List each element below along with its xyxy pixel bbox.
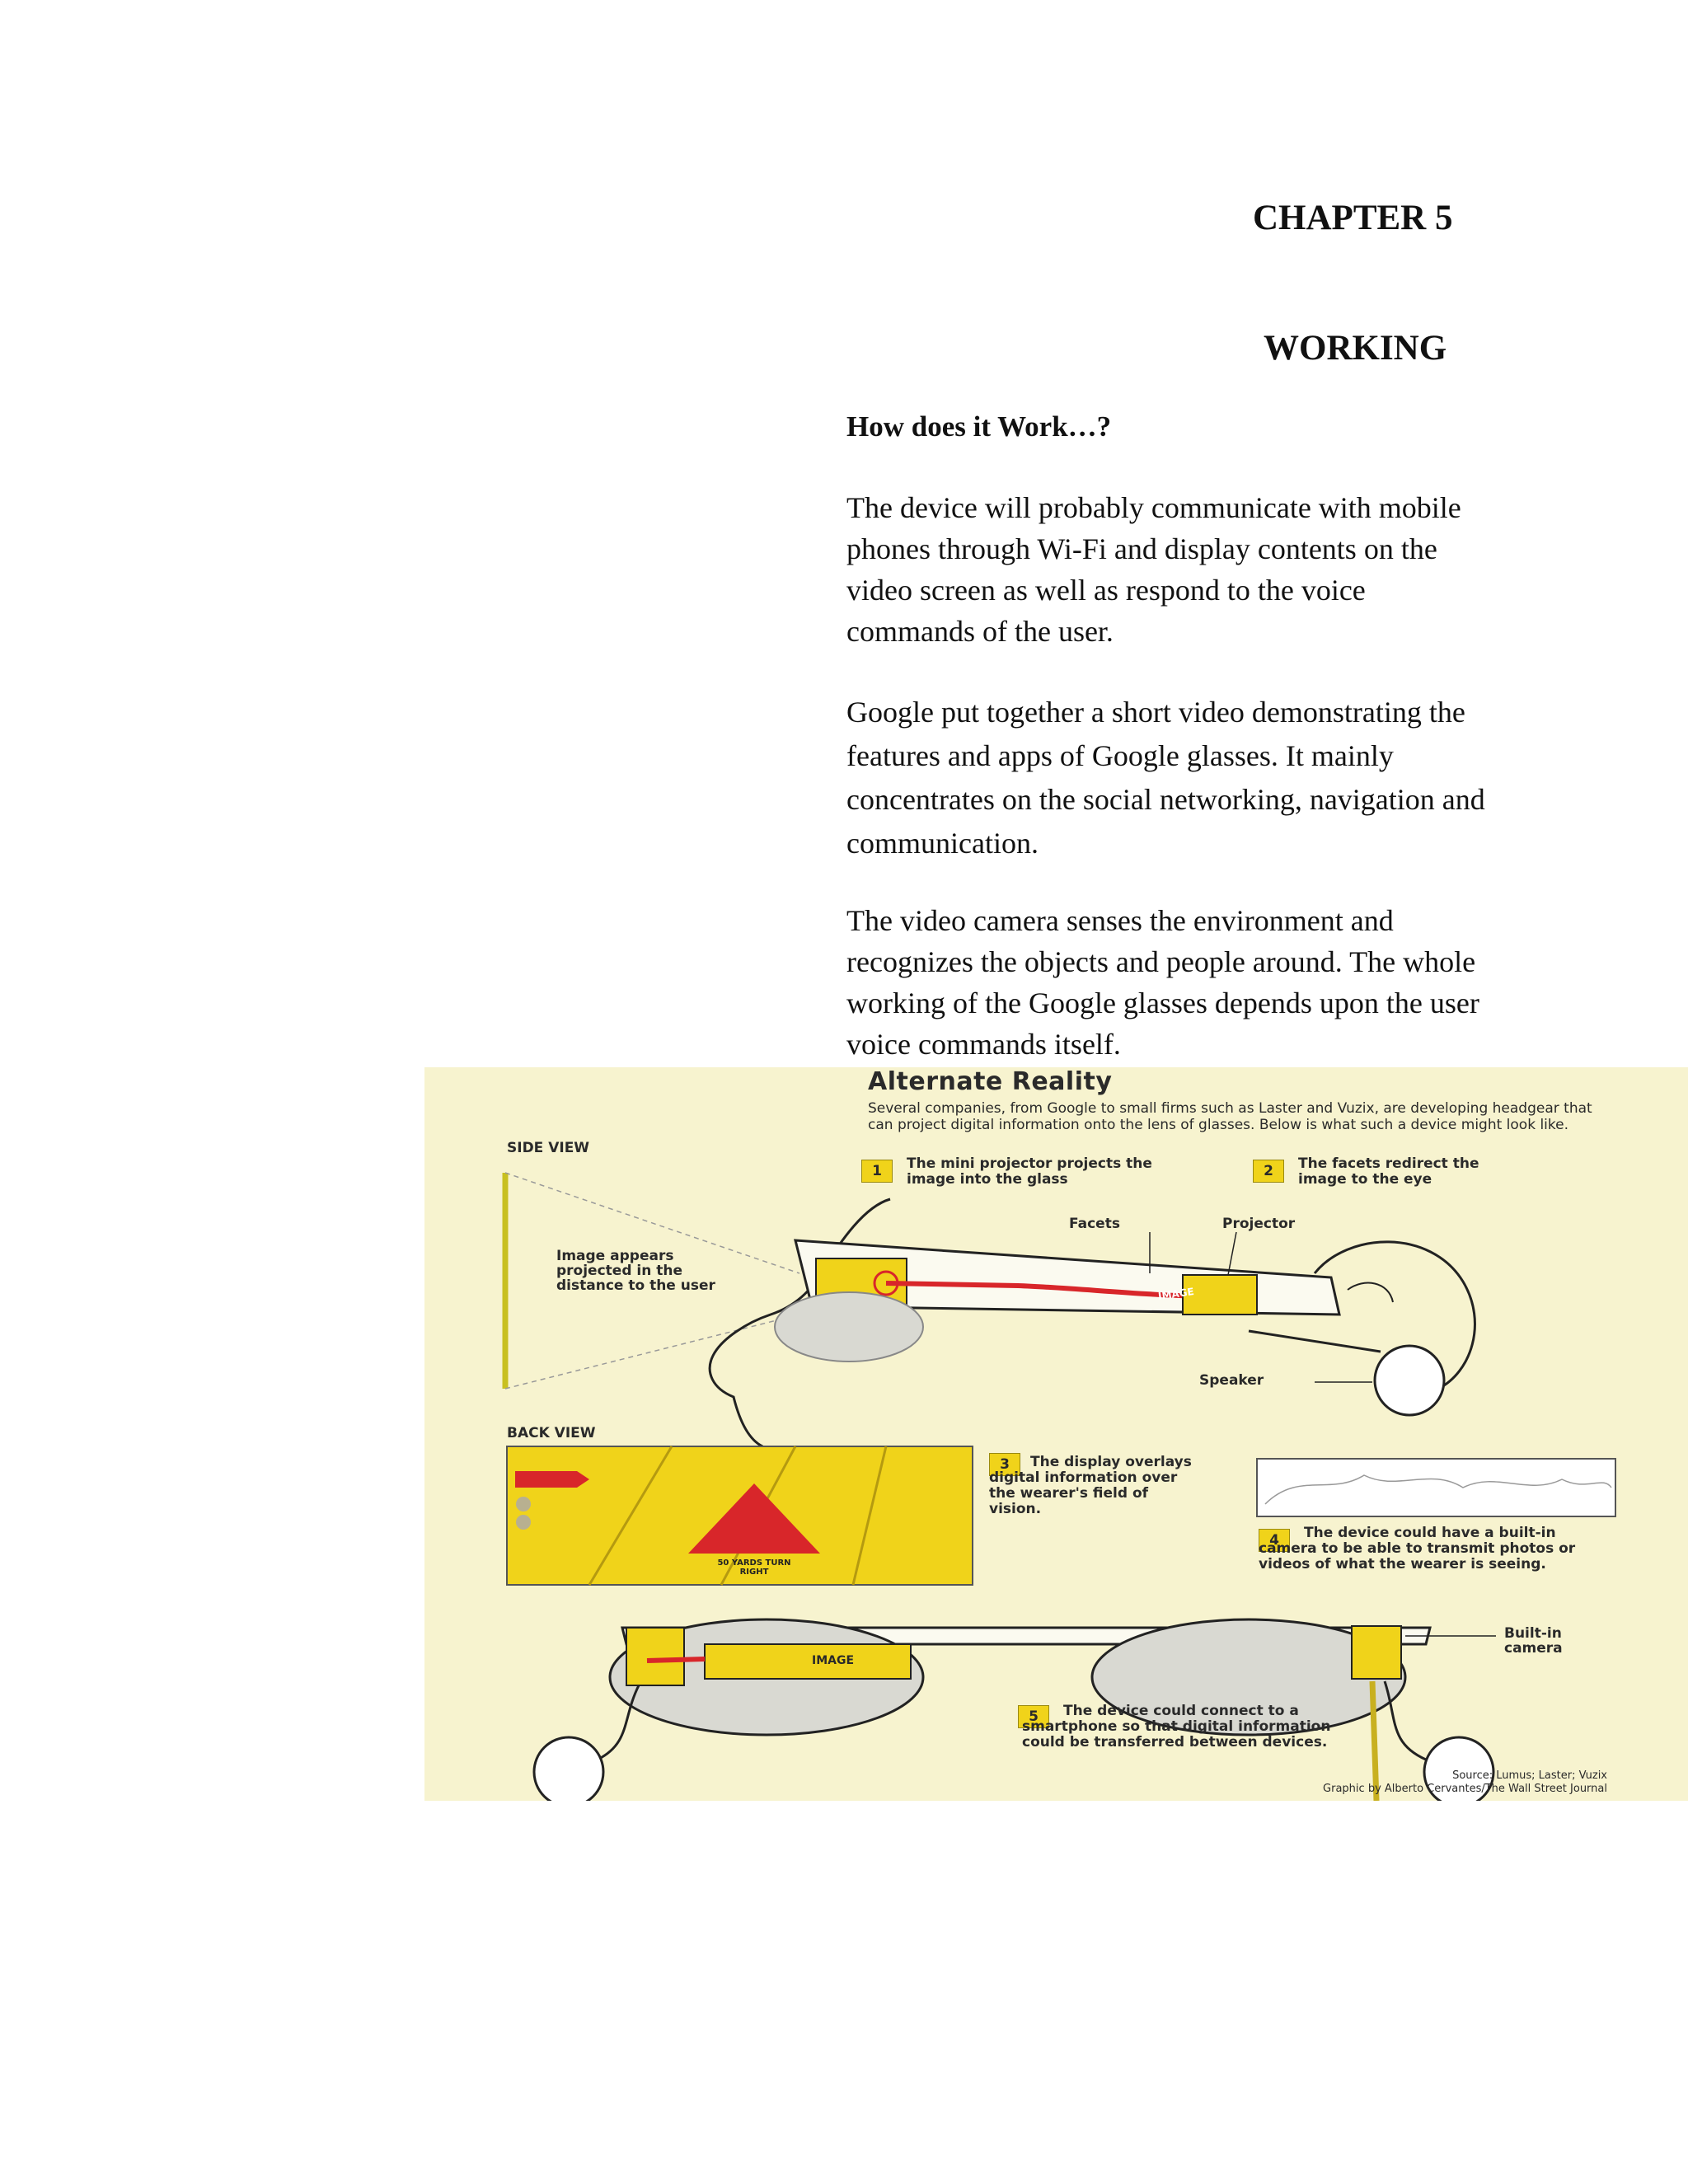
projector-callout [1227,1231,1237,1276]
paragraph-1: The device will probably communicate wit… [846,491,1461,648]
step-3-text: The display overlays digital information… [989,1454,1192,1517]
projector-block [1182,1274,1258,1315]
paragraph-3: The video camera senses the environment … [846,904,1479,1061]
lens-side [774,1291,924,1362]
infographic-source: Source: Lumus; Laster; Vuzix [1452,1769,1607,1782]
speaker-wire [1248,1329,1381,1353]
step-1-number: 1 [861,1160,893,1183]
builtin-camera-label: Built-in camera [1504,1625,1563,1657]
right-wire [1383,1680,1427,1761]
projector-label: Projector [1222,1216,1296,1232]
smartphone-cable [1369,1680,1380,1801]
chapter-title: WORKING [1264,329,1447,368]
infographic-credit: Graphic by Alberto Cervantes/The Wall St… [1323,1783,1607,1795]
step-4-text: The device could have a built-in camera … [1259,1525,1576,1572]
camera-view-panel [1256,1458,1616,1517]
glasses-infographic: Alternate Reality Several companies, fro… [424,1067,1688,1801]
back-light-path [646,1657,706,1663]
back-view-label: BACK VIEW [507,1425,596,1441]
facets-label: Facets [1069,1216,1120,1232]
projection-ray-bottom [504,1314,800,1390]
builtin-camera-housing [1351,1625,1402,1680]
chapter-heading: CHAPTER 5 [1253,199,1453,237]
side-view-label: SIDE VIEW [507,1140,590,1156]
paragraph-2: Google put together a short video demons… [846,696,1485,860]
direction-arrow [688,1483,820,1554]
camera-scene-lines [1264,1474,1612,1505]
step-5-number: 5 [1018,1705,1049,1728]
left-projector-housing [626,1627,685,1686]
yards-instruction: 50 YARDS TURN RIGHT [717,1558,791,1577]
right-lens [1090,1618,1407,1736]
glasses-illustration [502,1172,1616,1801]
left-wire [597,1685,640,1761]
image-strip [704,1643,912,1680]
email-indicator [516,1515,531,1530]
step-2-text: The facets redirect the image to the eye [1298,1155,1479,1188]
left-earpiece [532,1736,605,1801]
infographic-title: Alternate Reality [868,1067,1113,1096]
step-2-number: 2 [1253,1160,1284,1183]
speaker-earpiece [1373,1344,1446,1417]
step-1-text: The mini projector projects the image in… [907,1155,1152,1188]
infographic-intro: Several companies, from Google to small … [868,1100,1592,1133]
section-heading: How does it Work…? [846,410,1112,443]
projection-ray-top [504,1172,800,1274]
step-4-number: 4 [1259,1529,1290,1552]
ear-inner [1347,1282,1394,1303]
image-appears-label: Image appears projected in the distance … [556,1248,715,1294]
tv-indicator [516,1497,531,1511]
gps-arrow [515,1471,589,1488]
step-3-number: 3 [989,1453,1020,1476]
right-earpiece [1423,1736,1495,1801]
speaker-label: Speaker [1199,1372,1264,1389]
step-5-text: The device could connect to a smartphone… [1022,1703,1331,1750]
image-tag-back: IMAGE [812,1654,855,1667]
